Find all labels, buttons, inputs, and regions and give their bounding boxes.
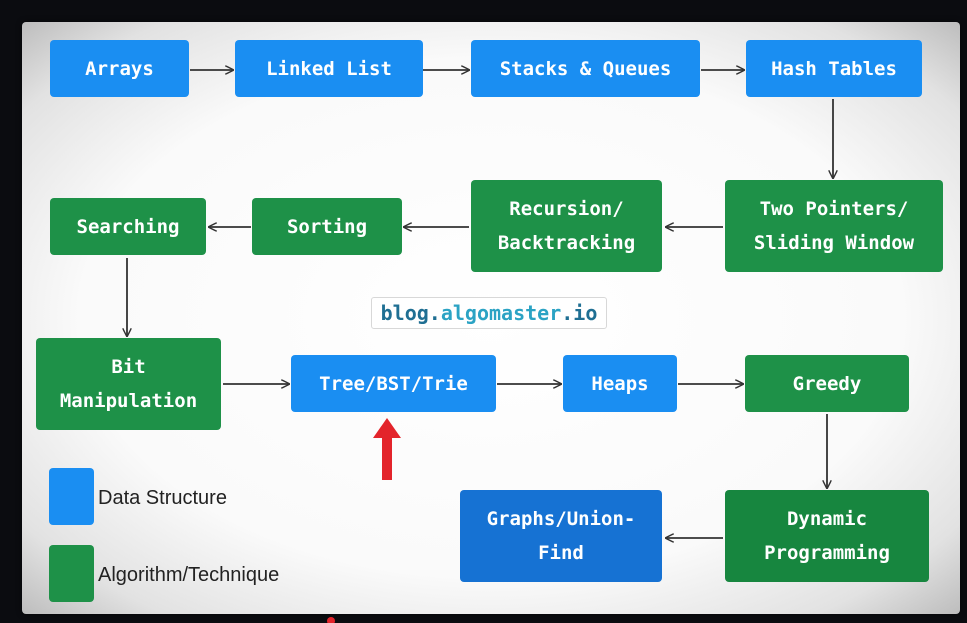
red-highlight-arrow-icon (373, 418, 401, 480)
node-tree-bst-trie: Tree/BST/Trie (291, 355, 496, 412)
watermark-prefix: blog. (380, 301, 441, 325)
node-dynamic-programming: Dynamic Programming (725, 490, 929, 582)
node-linked-list: Linked List (235, 40, 423, 97)
watermark-brand: algomaster (440, 301, 562, 325)
node-graphs-union-find: Graphs/Union- Find (460, 490, 662, 582)
node-bit-manipulation: Bit Manipulation (36, 338, 221, 430)
node-heaps: Heaps (563, 355, 677, 412)
legend-swatch-algorithm (49, 545, 94, 602)
legend-label-data-structure: Data Structure (98, 487, 227, 509)
node-two-pointers: Two Pointers/ Sliding Window (725, 180, 943, 272)
legend-label-algorithm: Algorithm/Technique (98, 564, 280, 586)
watermark-suffix: .io (561, 301, 598, 325)
node-hash-tables: Hash Tables (746, 40, 922, 97)
node-sorting: Sorting (252, 198, 402, 255)
legend-swatch-data-structure (49, 468, 94, 525)
node-greedy: Greedy (745, 355, 909, 412)
blog-watermark: blog.algomaster.io (371, 297, 607, 329)
node-searching: Searching (50, 198, 206, 255)
node-arrays: Arrays (50, 40, 189, 97)
node-recursion: Recursion/ Backtracking (471, 180, 662, 272)
red-dot-marker (327, 617, 335, 623)
node-stacks-queues: Stacks & Queues (471, 40, 700, 97)
